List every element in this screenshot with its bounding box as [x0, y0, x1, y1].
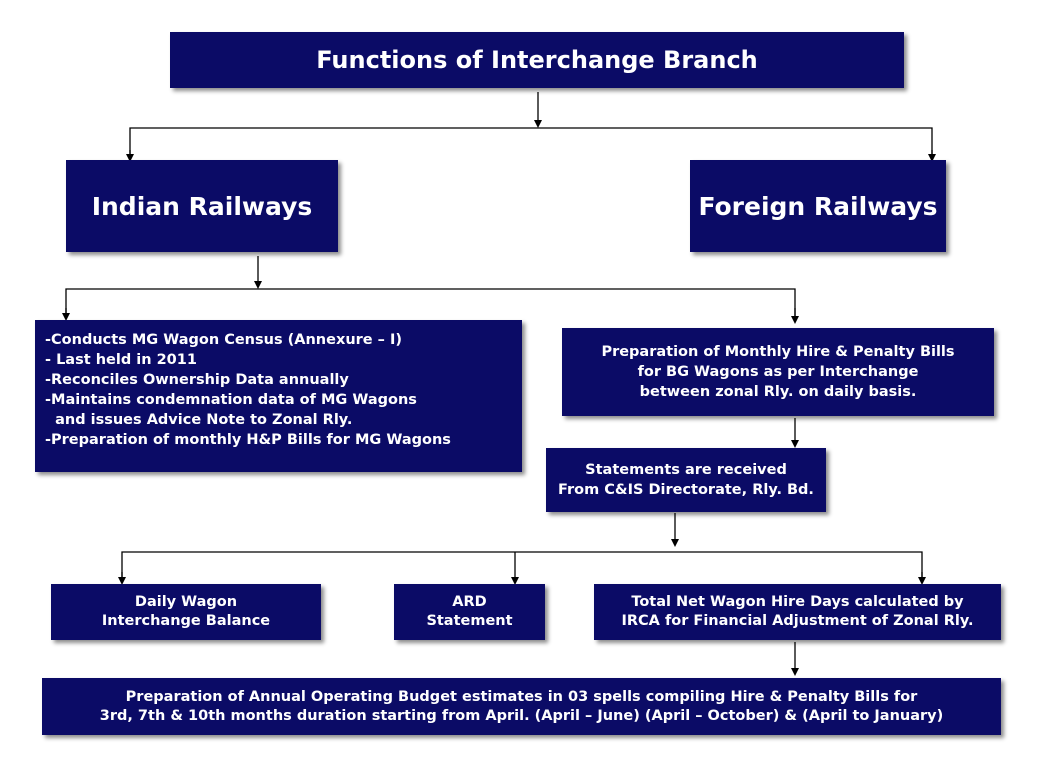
budget-line: Preparation of Annual Operating Budget e… — [125, 688, 918, 705]
net-hire-box: Total Net Wagon Hire Days calculated by … — [594, 584, 1001, 640]
daily-wagon-line: Daily Wagon — [134, 594, 238, 610]
statements-line: Statements are received — [585, 462, 787, 478]
title-box: Functions of Interchange Branch — [170, 32, 904, 88]
foreign-railways-label: Foreign Railways — [698, 191, 938, 221]
net-hire-line: IRCA for Financial Adjustment of Zonal R… — [621, 613, 974, 629]
mg-item: -Reconciles Ownership Data annually — [45, 372, 349, 388]
net-hire-line: Total Net Wagon Hire Days calculated by — [631, 594, 964, 610]
foreign-railways-box: Foreign Railways — [690, 160, 946, 252]
hp-bills-line: between zonal Rly. on daily basis. — [639, 384, 917, 400]
hp-bills-line: for BG Wagons as per Interchange — [637, 364, 919, 380]
mg-item: -Preparation of monthly H&P Bills for MG… — [45, 432, 451, 448]
indian-railways-box: Indian Railways — [66, 160, 338, 252]
budget-box: Preparation of Annual Operating Budget e… — [42, 678, 1001, 735]
statements-line: From C&IS Directorate, Rly. Bd. — [558, 482, 814, 498]
page-title: Functions of Interchange Branch — [316, 46, 758, 74]
mg-item: - Last held in 2011 — [45, 352, 197, 368]
daily-wagon-box: Daily Wagon Interchange Balance — [51, 584, 321, 640]
ard-statement-box: ARD Statement — [394, 584, 545, 640]
ard-line: ARD — [452, 594, 487, 610]
statements-box: Statements are received From C&IS Direct… — [546, 448, 826, 512]
hp-bills-line: Preparation of Monthly Hire & Penalty Bi… — [601, 344, 955, 360]
indian-railways-label: Indian Railways — [91, 191, 313, 221]
daily-wagon-line: Interchange Balance — [101, 613, 271, 629]
mg-item: -Maintains condemnation data of MG Wagon… — [45, 392, 417, 408]
mg-wagon-functions-box: -Conducts MG Wagon Census (Annexure – I)… — [35, 320, 522, 472]
hp-bills-box: Preparation of Monthly Hire & Penalty Bi… — [562, 328, 994, 416]
mg-item: -Conducts MG Wagon Census (Annexure – I) — [45, 332, 402, 348]
ard-line: Statement — [426, 613, 513, 629]
budget-line: 3rd, 7th & 10th months duration starting… — [99, 707, 944, 724]
mg-item: and issues Advice Note to Zonal Rly. — [45, 412, 353, 428]
